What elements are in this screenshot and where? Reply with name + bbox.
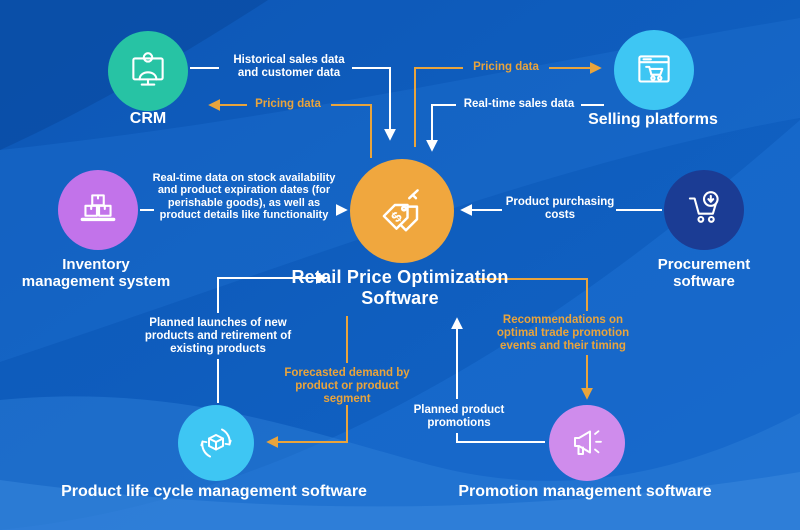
flow-pricing-to-crm-label: Pricing data <box>255 98 321 110</box>
arrow-historical-sales <box>352 67 396 141</box>
online-store-cart-icon <box>638 55 670 83</box>
stacked-boxes-icon <box>80 194 116 222</box>
flow-pricing-to-selling-label: Pricing data <box>473 61 539 73</box>
flow-recommendations-label: Recommendations on optimal trade promoti… <box>496 314 630 352</box>
center-node-circle: $ <box>350 159 454 263</box>
background-bottom-wave <box>0 396 800 530</box>
selling-platforms-label: Selling platforms <box>588 111 718 128</box>
flow-purchasing-costs-label: Product purchasing costs <box>505 196 615 221</box>
inventory-label: Inventory management system <box>21 256 171 291</box>
arrow-realtime-sales <box>426 104 456 152</box>
procurement-node-circle <box>664 170 744 250</box>
selling-platforms-node-circle <box>614 30 694 110</box>
cube-cycle-icon <box>200 428 232 458</box>
flow-realtime-sales-label: Real-time sales data <box>463 98 575 110</box>
procurement-label: Procurement software <box>657 256 751 291</box>
center-title: Retail Price Optimization Software <box>291 267 509 308</box>
megaphone-icon <box>574 430 602 455</box>
plm-node-circle <box>178 405 254 481</box>
inventory-node-circle <box>58 170 138 250</box>
plm-label: Product life cycle management software <box>61 483 367 500</box>
flow-stock-data-label: Real-time data on stock availability and… <box>152 172 336 221</box>
promotion-node-circle <box>549 405 625 481</box>
price-tag-icon: $ <box>382 189 419 232</box>
flow-historical-sales-label: Historical sales data and customer data <box>233 54 345 79</box>
arrow-forecasted-demand <box>266 405 348 448</box>
flow-forecasted-demand-label: Forecasted demand by product or product … <box>284 367 410 405</box>
crm-node-circle <box>108 31 188 111</box>
promotion-label: Promotion management software <box>458 483 712 500</box>
flow-planned-launches-label: Planned launches of new products and ret… <box>144 317 292 355</box>
crm-label: CRM <box>129 110 167 127</box>
flow-planned-promotions-label: Planned product promotions <box>413 404 505 429</box>
monitor-user-icon <box>132 52 164 86</box>
cart-download-icon <box>688 191 719 223</box>
